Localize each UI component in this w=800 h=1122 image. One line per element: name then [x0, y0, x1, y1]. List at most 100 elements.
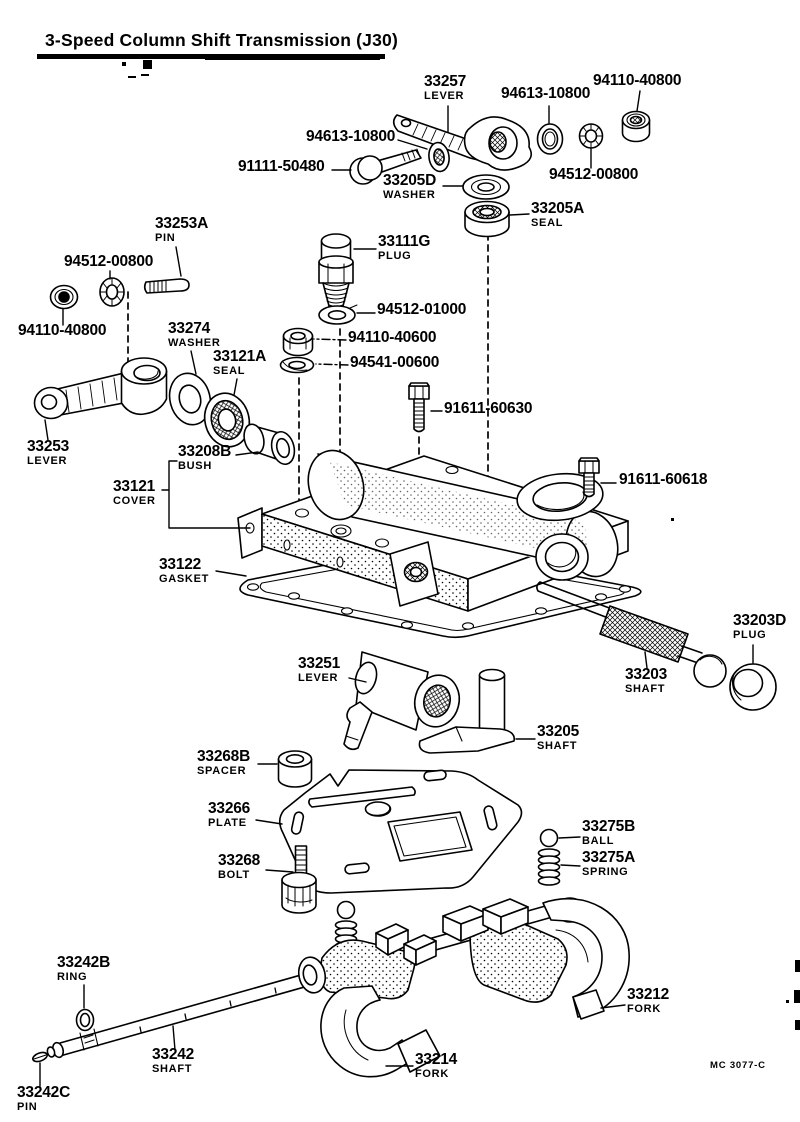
part-name: SEAL: [531, 216, 564, 229]
part-number: 33242C: [17, 1084, 71, 1101]
seal-ring-94613-10800-right-drawing: [536, 123, 564, 155]
part-number: 91111-50480: [238, 158, 325, 175]
part-number: 94110-40600: [348, 329, 437, 346]
bolt-91611-60618-drawing: [578, 457, 600, 498]
part-name: SPRING: [582, 865, 629, 878]
seal-33121A-drawing: [203, 392, 251, 448]
part-name: GASKET: [159, 572, 210, 585]
assembly-axis-lines: [127, 233, 489, 521]
part-label-94110-40600-14: 94110-40600: [348, 329, 437, 346]
plug-33203D-drawing: [729, 663, 777, 711]
part-number: 33122: [159, 556, 202, 573]
title-underline: [37, 54, 385, 59]
plug-33111G-drawing: [318, 233, 354, 308]
pin-33242C-drawing: [32, 1051, 48, 1063]
part-number: 94512-00800: [549, 166, 639, 183]
page-title: 3-Speed Column Shift Transmission (J30): [45, 30, 399, 50]
part-label-94512-00800-6: 94512-00800: [549, 167, 638, 183]
part-number: 33275A: [582, 849, 636, 866]
fork-33214-drawing: [297, 923, 441, 1078]
part-name: COVER: [113, 494, 156, 507]
part-label-94110-40800-12: 94110-40800: [18, 323, 107, 339]
part-number: 33203: [625, 666, 668, 683]
part-number: 33205A: [531, 200, 585, 217]
bolt-91611-60630-drawing: [408, 382, 430, 433]
part-name: FORK: [627, 1002, 661, 1015]
part-number: 33214: [415, 1051, 458, 1068]
part-number: 33253A: [155, 215, 209, 232]
washer-33274-drawing: [168, 372, 212, 426]
part-number: 91611-60618: [619, 471, 708, 488]
seal-33205A-drawing: [464, 200, 510, 238]
part-name: RING: [57, 970, 88, 983]
washer-94512-01000-drawing: [318, 304, 358, 325]
washer-94512-00800-right-drawing: [578, 123, 604, 149]
part-number: 33205: [537, 723, 580, 740]
bush-33208B-drawing: [243, 423, 296, 466]
part-number: 91611-60630: [444, 400, 533, 417]
part-number: 94110-40800: [593, 72, 682, 89]
part-number: 33257: [424, 73, 467, 90]
print-smudge: [128, 76, 136, 78]
part-name: PIN: [17, 1100, 38, 1113]
part-label-94541-00600-16: 94541-00600: [350, 355, 439, 371]
part-number: 94613-10800: [306, 128, 396, 145]
part-name: BUSH: [178, 459, 212, 472]
part-number: 33208B: [178, 443, 232, 460]
nut-94110-40800-left-drawing: [49, 284, 79, 310]
part-name: LEVER: [424, 89, 465, 102]
washer-33205D-drawing: [462, 174, 510, 200]
part-name: SHAFT: [625, 682, 666, 695]
leader-lines: [39, 90, 754, 1087]
part-label-94613-10800-3: 94613-10800: [306, 129, 395, 145]
part-number: 33253: [27, 438, 70, 455]
part-number: 94512-00800: [64, 253, 154, 270]
part-number: 33242B: [57, 954, 111, 971]
part-label-91611-60630-17: 91611-60630: [444, 400, 533, 417]
nut-94110-40600-drawing: [282, 327, 314, 357]
part-name: LEVER: [298, 671, 339, 684]
part-name: FORK: [415, 1067, 449, 1080]
title-underline-thin: [205, 58, 380, 60]
print-smudge: [122, 62, 126, 66]
nut-94110-40800-right-drawing: [621, 110, 651, 143]
part-number: 33121A: [213, 348, 267, 365]
lever-33253-drawing: [33, 357, 168, 420]
part-name: WASHER: [168, 336, 221, 349]
part-number: 94613-10800: [501, 85, 591, 102]
part-number: 33121: [113, 478, 156, 495]
part-name: SHAFT: [537, 739, 578, 752]
part-label-94110-40800-1: 94110-40800: [593, 72, 682, 89]
part-number: 33251: [298, 655, 341, 672]
part-name: PLUG: [733, 628, 767, 641]
print-smudge: [141, 74, 149, 76]
washer-94541-00600-drawing: [279, 356, 315, 374]
seal-94613-10800-left-drawing: [428, 141, 450, 173]
bolt-91111-50480-drawing: [349, 148, 422, 185]
part-number: 33111G: [378, 233, 431, 250]
lever-33251-drawing: [343, 651, 461, 751]
part-number: 33268: [218, 852, 261, 869]
shaft-33203-drawing: [536, 581, 727, 688]
spring-33275A-drawing: [537, 848, 561, 886]
part-number: 33275B: [582, 818, 636, 835]
part-number: 94541-00600: [350, 354, 440, 371]
plate-33266-drawing: [278, 769, 523, 894]
part-label-94613-10800-2: 94613-10800: [501, 86, 590, 102]
